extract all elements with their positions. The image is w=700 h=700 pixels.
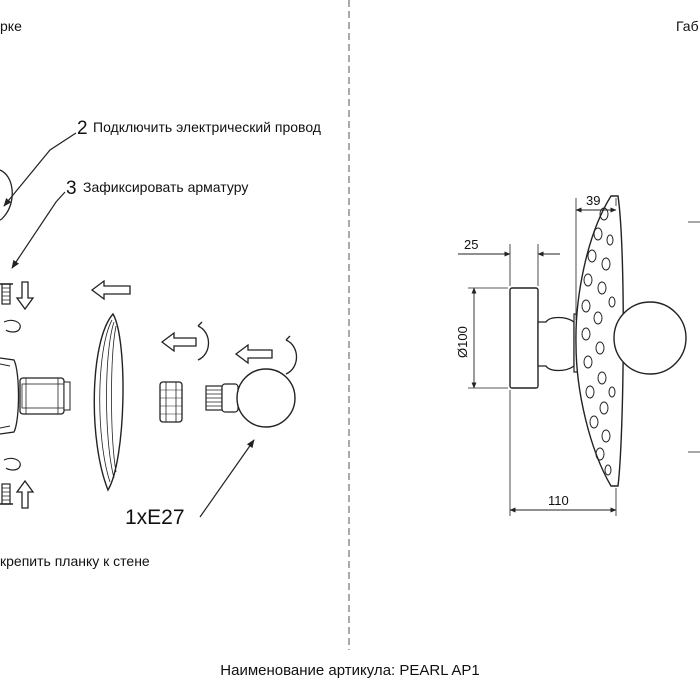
dim-shade-depth <box>575 198 617 320</box>
dim-total-depth-value: 110 <box>548 493 569 508</box>
mounting-body <box>0 357 20 435</box>
step3-text: Зафиксировать арматуру <box>83 179 248 195</box>
wall-base-plate <box>509 287 539 389</box>
dim-height-fragment <box>688 221 700 453</box>
perforated-shade-side <box>575 195 624 487</box>
left-header-fragment: рке <box>0 18 22 34</box>
step3-leader <box>11 191 66 269</box>
dim-shade-depth-value: 39 <box>586 193 600 208</box>
arrow-down-icon <box>15 281 35 311</box>
arrow-left-icon <box>234 343 273 365</box>
right-header-fragment: Габ <box>676 18 699 34</box>
step2-text: Подключить электрический провод <box>93 119 321 135</box>
arrow-left-icon <box>90 279 131 301</box>
step2-number: 2 <box>77 118 88 139</box>
bottom-clip <box>3 457 21 471</box>
step2-leader <box>3 132 77 207</box>
dim-base-depth-value: 25 <box>464 237 478 252</box>
arrow-left-icon <box>160 331 197 353</box>
retaining-ring <box>285 335 298 375</box>
top-clip <box>3 319 21 333</box>
wire-loop <box>0 169 13 221</box>
dim-base-diameter <box>468 287 508 389</box>
socket-on-body <box>19 377 71 415</box>
globe-side <box>613 301 687 375</box>
dim-total-depth <box>509 390 617 516</box>
retaining-ring <box>197 321 210 361</box>
bulb-label: 1xE27 <box>125 506 185 529</box>
step3-number: 3 <box>66 178 77 199</box>
dim-base-depth <box>458 244 560 286</box>
decorative-shade <box>93 312 124 492</box>
dim-base-diameter-value: Ø100 <box>455 326 470 358</box>
globe-bulb <box>205 368 296 428</box>
threaded-ring <box>159 381 183 423</box>
step1-fragment: крепить планку к стене <box>0 553 150 569</box>
arrow-up-icon <box>15 479 35 509</box>
bulb-leader <box>199 439 255 518</box>
bottom-screw <box>0 483 13 505</box>
top-screw <box>0 283 13 305</box>
article-name: Наименование артикула: PEARL AP1 <box>220 662 479 679</box>
